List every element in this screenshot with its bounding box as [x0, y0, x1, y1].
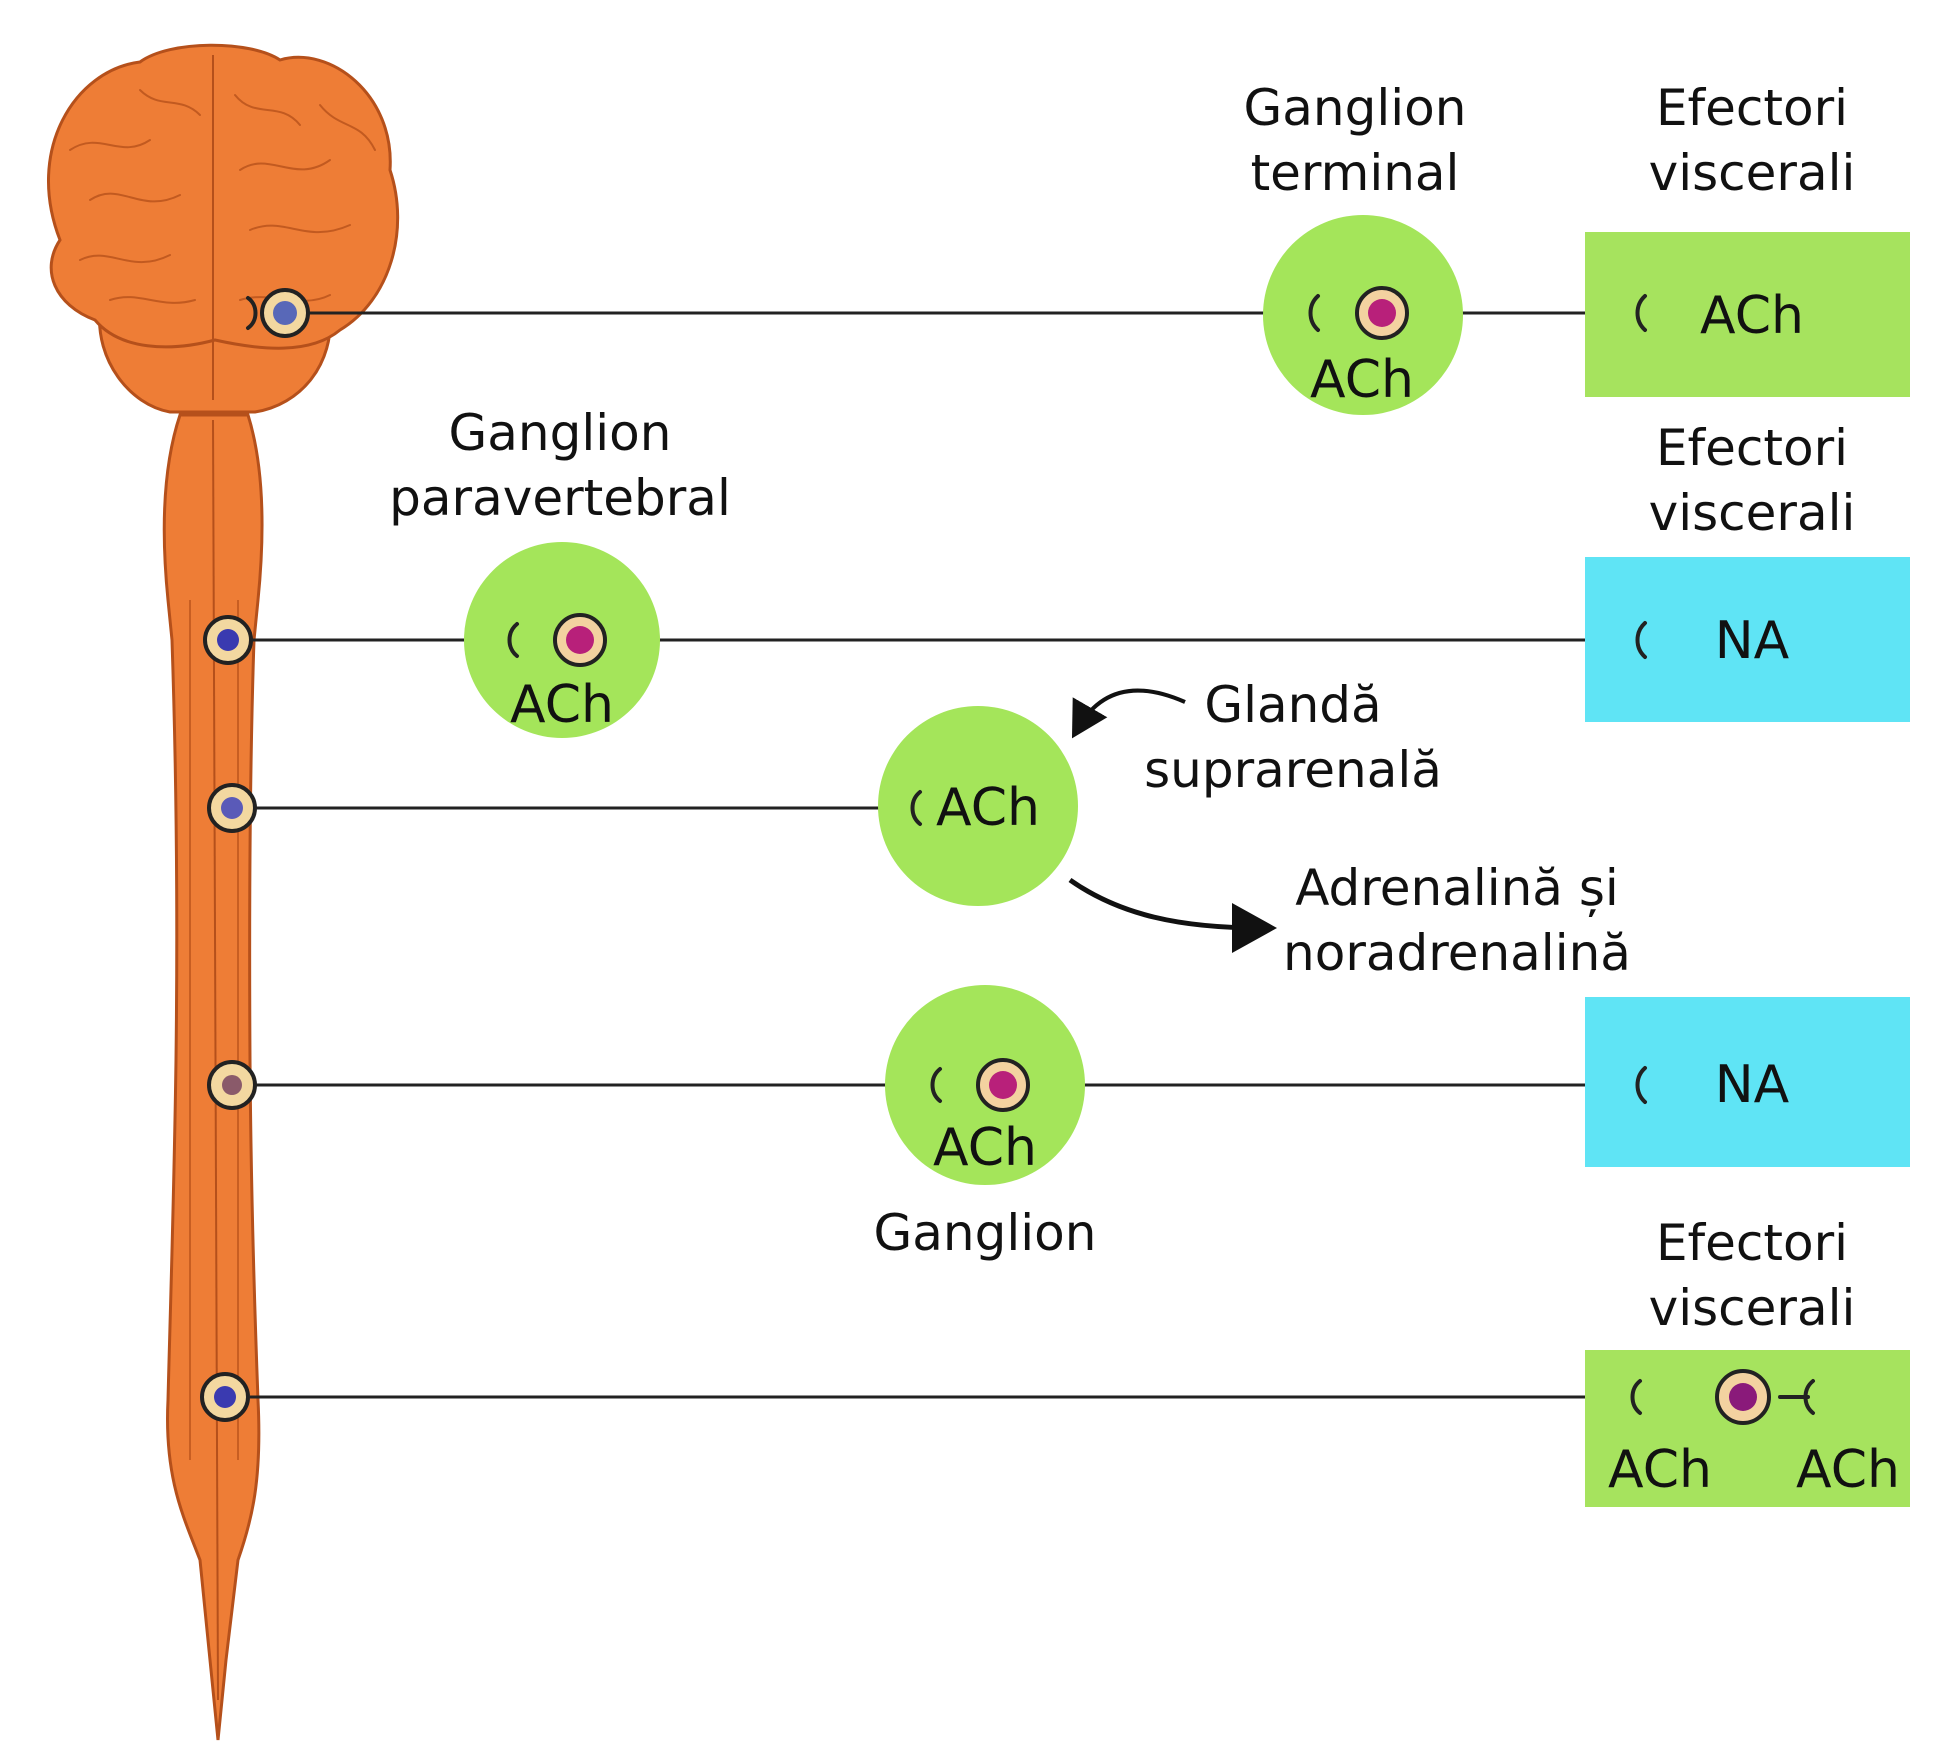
label-terminal-ganglion-line2: terminal	[1251, 144, 1460, 202]
neuron-spinal-row5	[200, 1372, 250, 1422]
terminal-row4-ganglion	[930, 1067, 942, 1103]
synaptic-terminals	[246, 294, 1815, 1415]
terminal-row1-ganglion	[1308, 294, 1320, 332]
transmitter-effector-2: NA	[1715, 611, 1790, 671]
arrow-hormones	[1068, 877, 1277, 953]
label-paravertebral-ganglion-line2: paravertebral	[389, 469, 731, 527]
label-adrenal-gland-line2: suprarenală	[1144, 741, 1442, 799]
transmitter-effector-1: ACh	[1700, 286, 1804, 346]
label-effectors-3-line2: viscerali	[1649, 1279, 1856, 1337]
arrow-to-adrenal	[1071, 688, 1186, 739]
label-effectors-1-line1: Efectori	[1656, 79, 1848, 137]
terminal-row5-effector	[1630, 1379, 1642, 1415]
label-effectors-3-line1: Efectori	[1656, 1214, 1848, 1272]
terminal-row1-effector	[1635, 294, 1647, 332]
label-effectors-2-line2: viscerali	[1649, 484, 1856, 542]
labels: Ganglion terminal Efectori viscerali Efe…	[389, 79, 1855, 1337]
neuron-terminal-ganglion	[1355, 286, 1409, 340]
brain-gyri	[69, 89, 376, 304]
terminal-row4-effector	[1635, 1066, 1647, 1104]
axons	[250, 311, 1635, 1399]
label-ganglion: Ganglion	[874, 1204, 1097, 1262]
label-hormones-line1: Adrenalină și	[1295, 859, 1619, 917]
terminal-row2-effector	[1635, 621, 1647, 659]
transmitter-lower-ganglion: ACh	[933, 1118, 1037, 1178]
terminal-row3-adrenal	[910, 790, 922, 826]
neuron-lower-ganglion	[976, 1058, 1030, 1112]
label-terminal-ganglion-line1: Ganglion	[1244, 79, 1467, 137]
transmitter-adrenal-gland: ACh	[936, 778, 1040, 838]
transmitter-effector-4-right: ACh	[1796, 1440, 1900, 1500]
central-nervous-system	[47, 43, 400, 1741]
neuron-spinal-row2	[203, 615, 253, 665]
transmitter-paravertebral-ganglion: ACh	[510, 675, 614, 735]
neuron-brain	[260, 288, 310, 338]
label-paravertebral-ganglion-line1: Ganglion	[449, 404, 672, 462]
label-hormones-line2: noradrenalină	[1283, 924, 1631, 982]
label-adrenal-gland-line1: Glandă	[1204, 676, 1381, 734]
neuron-paravertebral-ganglion	[553, 613, 607, 667]
neuron-spinal-row4	[207, 1060, 257, 1110]
brain	[47, 43, 400, 350]
terminal-row2-ganglion	[507, 622, 519, 658]
effectors	[1585, 232, 1910, 1507]
transmitter-effector-4-left: ACh	[1608, 1440, 1712, 1500]
label-effectors-2-line1: Efectori	[1656, 419, 1848, 477]
transmitter-effector-3: NA	[1715, 1055, 1790, 1115]
terminal-row1-brain	[246, 296, 258, 330]
neuron-effector-box-4	[1715, 1369, 1771, 1425]
label-effectors-1-line2: viscerali	[1649, 144, 1856, 202]
neuron-cell-bodies	[200, 286, 1771, 1425]
transmitter-terminal-ganglion: ACh	[1310, 350, 1414, 410]
neuron-spinal-row3	[207, 783, 257, 833]
transmitter-labels: ACh ACh ACh NA ACh ACh NA ACh ACh	[510, 286, 1900, 1500]
adrenal-gland	[878, 706, 1078, 906]
